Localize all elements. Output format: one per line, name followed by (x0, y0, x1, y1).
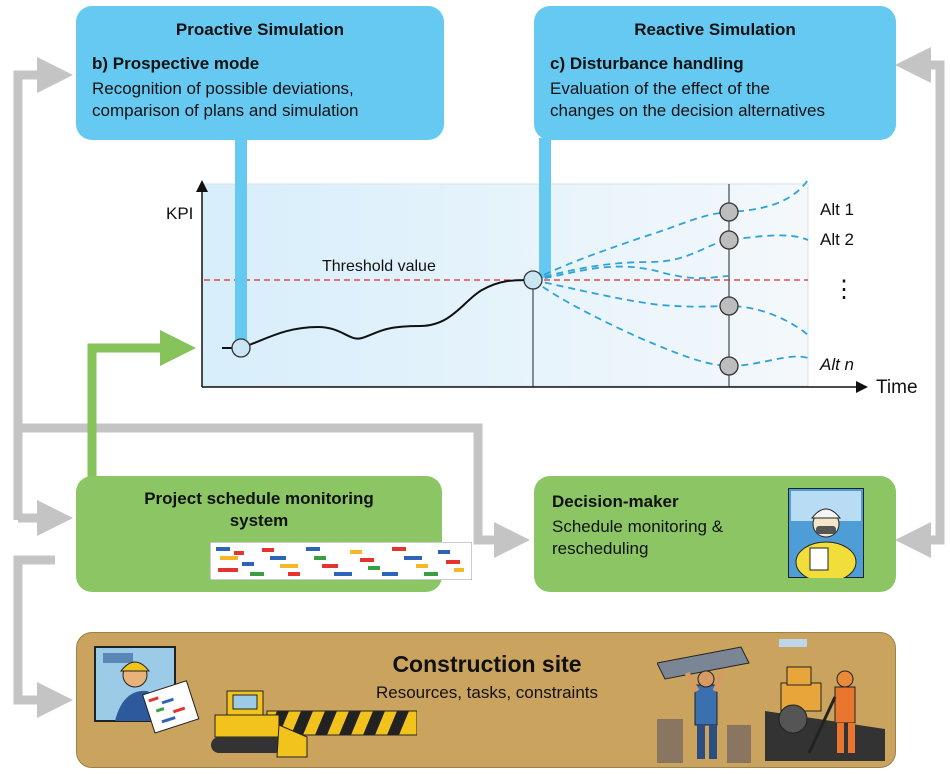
y-axis-arrowhead (196, 180, 208, 192)
alt-2-label: Alt 2 (820, 230, 855, 249)
decision-maker-box: Decision-maker Schedule monitoring & res… (534, 476, 896, 592)
proactive-desc-line1: Recognition of possible deviations, (92, 79, 354, 98)
monitoring-title-line1: Project schedule monitoring (144, 489, 374, 508)
alt-mid-trajectory (532, 279, 809, 336)
monitoring-title-line2: system (229, 511, 289, 530)
alt-ellipsis: ⋮ (832, 276, 856, 303)
reactive-desc-line2: changes on the decision alternatives (550, 101, 826, 120)
alternative-trajectories (532, 179, 809, 367)
alt-n-label: Alt n (820, 355, 855, 374)
alt-n-trajectory (532, 279, 809, 367)
alt-extra-trajectory (532, 265, 730, 281)
monitoring-system-box: Project schedule monitoring system (76, 476, 472, 592)
reactive-pillar (539, 138, 551, 278)
road-worker-illustration (765, 639, 885, 761)
decision-desc-line1: Schedule monitoring & (552, 517, 724, 536)
decision-desc-line2: rescheduling (552, 539, 649, 558)
alt-n-node (719, 356, 739, 376)
proactive-simulation-box: Proactive Simulation b) Prospective mode… (76, 6, 444, 140)
site-subtitle: Resources, tasks, constraints (375, 683, 599, 702)
construction-site-box: Construction site Resources, tasks, cons… (76, 632, 896, 768)
site-engineer-illustration (94, 646, 200, 734)
reactive-simulation-box: Reactive Simulation c) Disturbance handl… (534, 6, 896, 140)
arrow-monitoring-to-chart (87, 330, 196, 478)
site-title: Construction site (392, 651, 582, 677)
reactive-title: Reactive Simulation (634, 20, 796, 39)
bulldozer-illustration (211, 690, 417, 758)
proactive-mode: b) Prospective mode (92, 54, 260, 73)
proactive-pillar (235, 138, 247, 346)
decision-title: Decision-maker (552, 492, 679, 511)
y-axis-label: KPI (166, 204, 194, 223)
chart-plot-area (201, 183, 809, 387)
arrow-monitoring-site-loop (13, 555, 73, 718)
decision-maker-illustration (788, 488, 864, 578)
x-axis-arrowhead (856, 381, 868, 393)
x-axis-label: Time (876, 377, 918, 398)
steel-worker-illustration (657, 646, 751, 763)
alt-1-node (719, 202, 739, 222)
reactive-node (523, 270, 543, 290)
proactive-desc-line2: comparison of plans and simulation (92, 101, 359, 120)
alt-2-node (719, 230, 739, 250)
reactive-desc-line1: Evaluation of the effect of the (550, 79, 770, 98)
gantt-chart-icon (210, 542, 472, 580)
kpi-history-curve (222, 279, 534, 349)
proactive-node (231, 338, 251, 358)
alt-1-trajectory (532, 179, 809, 281)
proactive-title: Proactive Simulation (175, 20, 345, 39)
threshold-label: Threshold value (322, 258, 436, 275)
reactive-mode: c) Disturbance handling (550, 54, 744, 73)
alt-mid-node (719, 296, 739, 316)
arrow-left-to-proactive (13, 57, 73, 520)
arrow-to-decision-maker (18, 423, 530, 558)
alt-1-label: Alt 1 (820, 200, 855, 219)
alt-2-trajectory (532, 234, 809, 281)
